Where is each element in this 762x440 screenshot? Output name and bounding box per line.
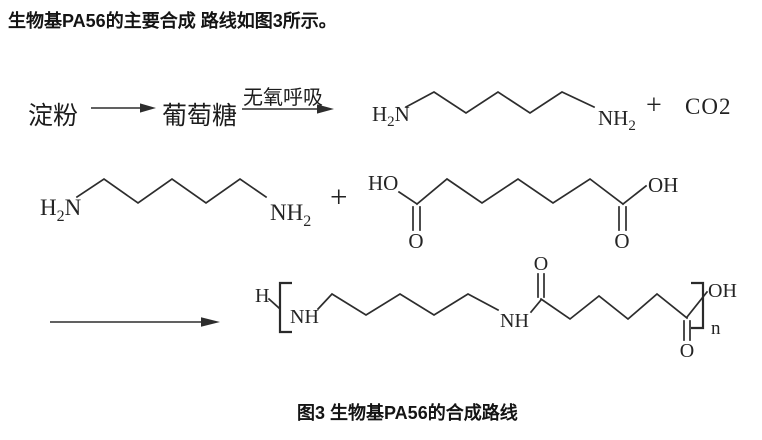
plus-sign-step2: + bbox=[330, 179, 348, 214]
carbon-chain-bonds bbox=[404, 90, 596, 115]
arrowhead-icon bbox=[201, 317, 220, 327]
bond bbox=[529, 298, 543, 314]
hydroxyl-left-label: HO bbox=[368, 171, 398, 195]
amide-nh-label: NH bbox=[290, 306, 319, 328]
carbonyl-oxygen-label: O bbox=[534, 256, 548, 275]
repeat-subscript-n: n bbox=[711, 318, 721, 339]
arrowhead-icon bbox=[317, 104, 334, 114]
diacid-structure: HO O O OH bbox=[368, 171, 678, 253]
amine-left-label: H2N bbox=[40, 195, 82, 225]
reaction-arrow-2 bbox=[242, 104, 334, 114]
carbon-chain-bonds bbox=[539, 292, 689, 321]
close-bracket bbox=[691, 281, 705, 330]
carbonyl-oxygen-label: O bbox=[408, 229, 423, 253]
reaction-arrow-3 bbox=[50, 317, 220, 327]
end-hydrogen-label: H bbox=[255, 285, 269, 307]
plus-sign-step1: + bbox=[646, 90, 662, 121]
carbon-chain-bonds bbox=[415, 177, 625, 206]
amine-right-label: NH2 bbox=[598, 106, 636, 134]
reaction-arrow-1 bbox=[91, 103, 156, 113]
bond bbox=[267, 297, 281, 310]
intro-text: 生物基PA56的主要合成 路线如图3所示。 bbox=[8, 11, 337, 31]
end-hydroxyl-label: OH bbox=[708, 280, 737, 302]
pa56-polymer-structure: H NH NH O O OH n bbox=[255, 256, 737, 362]
pentanediamine-structure-step2: H2N NH2 bbox=[40, 177, 311, 230]
pentanediamine-structure-step1: H2N NH2 bbox=[372, 90, 636, 134]
co2-label: CO2 bbox=[685, 94, 732, 119]
amine-left-label: H2N bbox=[372, 102, 410, 130]
arrowhead-icon bbox=[140, 103, 156, 113]
carbon-chain-bonds bbox=[316, 292, 500, 316]
open-bracket bbox=[278, 281, 292, 334]
intermediate-glucose-label: 葡萄糖 bbox=[162, 103, 238, 130]
carbonyl-oxygen-label: O bbox=[614, 229, 629, 253]
carbonyl-oxygen-label: O bbox=[680, 340, 694, 362]
amide-nh-label: NH bbox=[500, 310, 529, 332]
amine-right-label: NH2 bbox=[270, 200, 311, 230]
figure-caption: 图3 生物基PA56的合成路线 bbox=[297, 403, 518, 423]
reaction-condition-label: 无氧呼吸 bbox=[243, 87, 323, 109]
carbon-chain-bonds bbox=[75, 177, 268, 205]
reactant-starch-label: 淀粉 bbox=[28, 103, 79, 130]
hydroxyl-right-label: OH bbox=[648, 173, 678, 197]
bond bbox=[621, 184, 648, 206]
bond bbox=[397, 190, 419, 206]
